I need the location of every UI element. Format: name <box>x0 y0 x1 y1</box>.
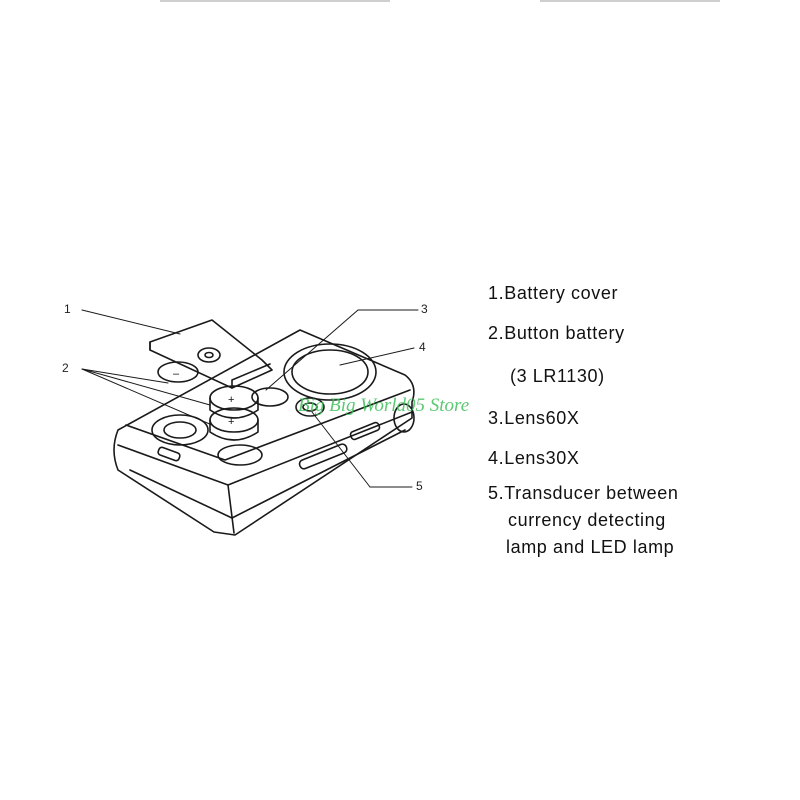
legend-line-button-battery: 2.Button battery <box>488 323 625 343</box>
device-top-edge <box>125 389 411 461</box>
side-slot-left <box>157 446 181 462</box>
battery-cover <box>149 319 273 389</box>
leader-1 <box>81 309 181 335</box>
leader-4 <box>339 347 415 366</box>
callout-1: 1 <box>64 302 71 316</box>
battery-well-left-inner <box>163 421 197 439</box>
legend-line-battery-cover: 1.Battery cover <box>488 283 619 303</box>
store-watermark: Big Big World05 Store <box>298 395 470 416</box>
leader-2b <box>81 368 211 406</box>
legend-line-transducer-2: currency detecting <box>508 510 666 530</box>
leader-2a <box>81 368 169 384</box>
side-slot-right <box>349 421 381 441</box>
lens-60x-inner <box>302 402 318 412</box>
legend-line-battery-type: (3 LR1130) <box>510 366 605 386</box>
battery-well-left <box>151 414 209 446</box>
callout-2: 2 <box>62 361 69 375</box>
lens-30x-inner <box>291 349 369 395</box>
device-body-outline <box>113 329 415 536</box>
callout-5: 5 <box>416 479 423 493</box>
battery-mark-plus-1: + <box>228 394 234 406</box>
battery-well-front <box>217 444 263 466</box>
lens-30x <box>283 343 377 401</box>
legend-line-lens-60x: 3.Lens60X <box>488 408 580 428</box>
battery-cover-knob <box>197 347 221 363</box>
side-knob <box>393 403 415 433</box>
device-corner-edge <box>227 484 235 534</box>
lens-60x <box>295 397 325 417</box>
battery-mark-plus-2: + <box>228 416 234 428</box>
top-edge-line-left <box>160 0 390 2</box>
button-battery-4 <box>251 387 289 407</box>
legend-line-lens-30x: 4.Lens30X <box>488 448 580 468</box>
callout-4: 4 <box>419 340 426 354</box>
battery-mark-minus: – <box>173 368 180 380</box>
leader-2c <box>81 368 213 426</box>
top-edge-line-right <box>540 0 720 2</box>
legend-line-transducer-3: lamp and LED lamp <box>506 537 675 557</box>
side-slot-front <box>298 443 348 470</box>
callout-3: 3 <box>421 302 428 316</box>
legend-line-transducer-1: 5.Transducer between <box>488 483 679 503</box>
